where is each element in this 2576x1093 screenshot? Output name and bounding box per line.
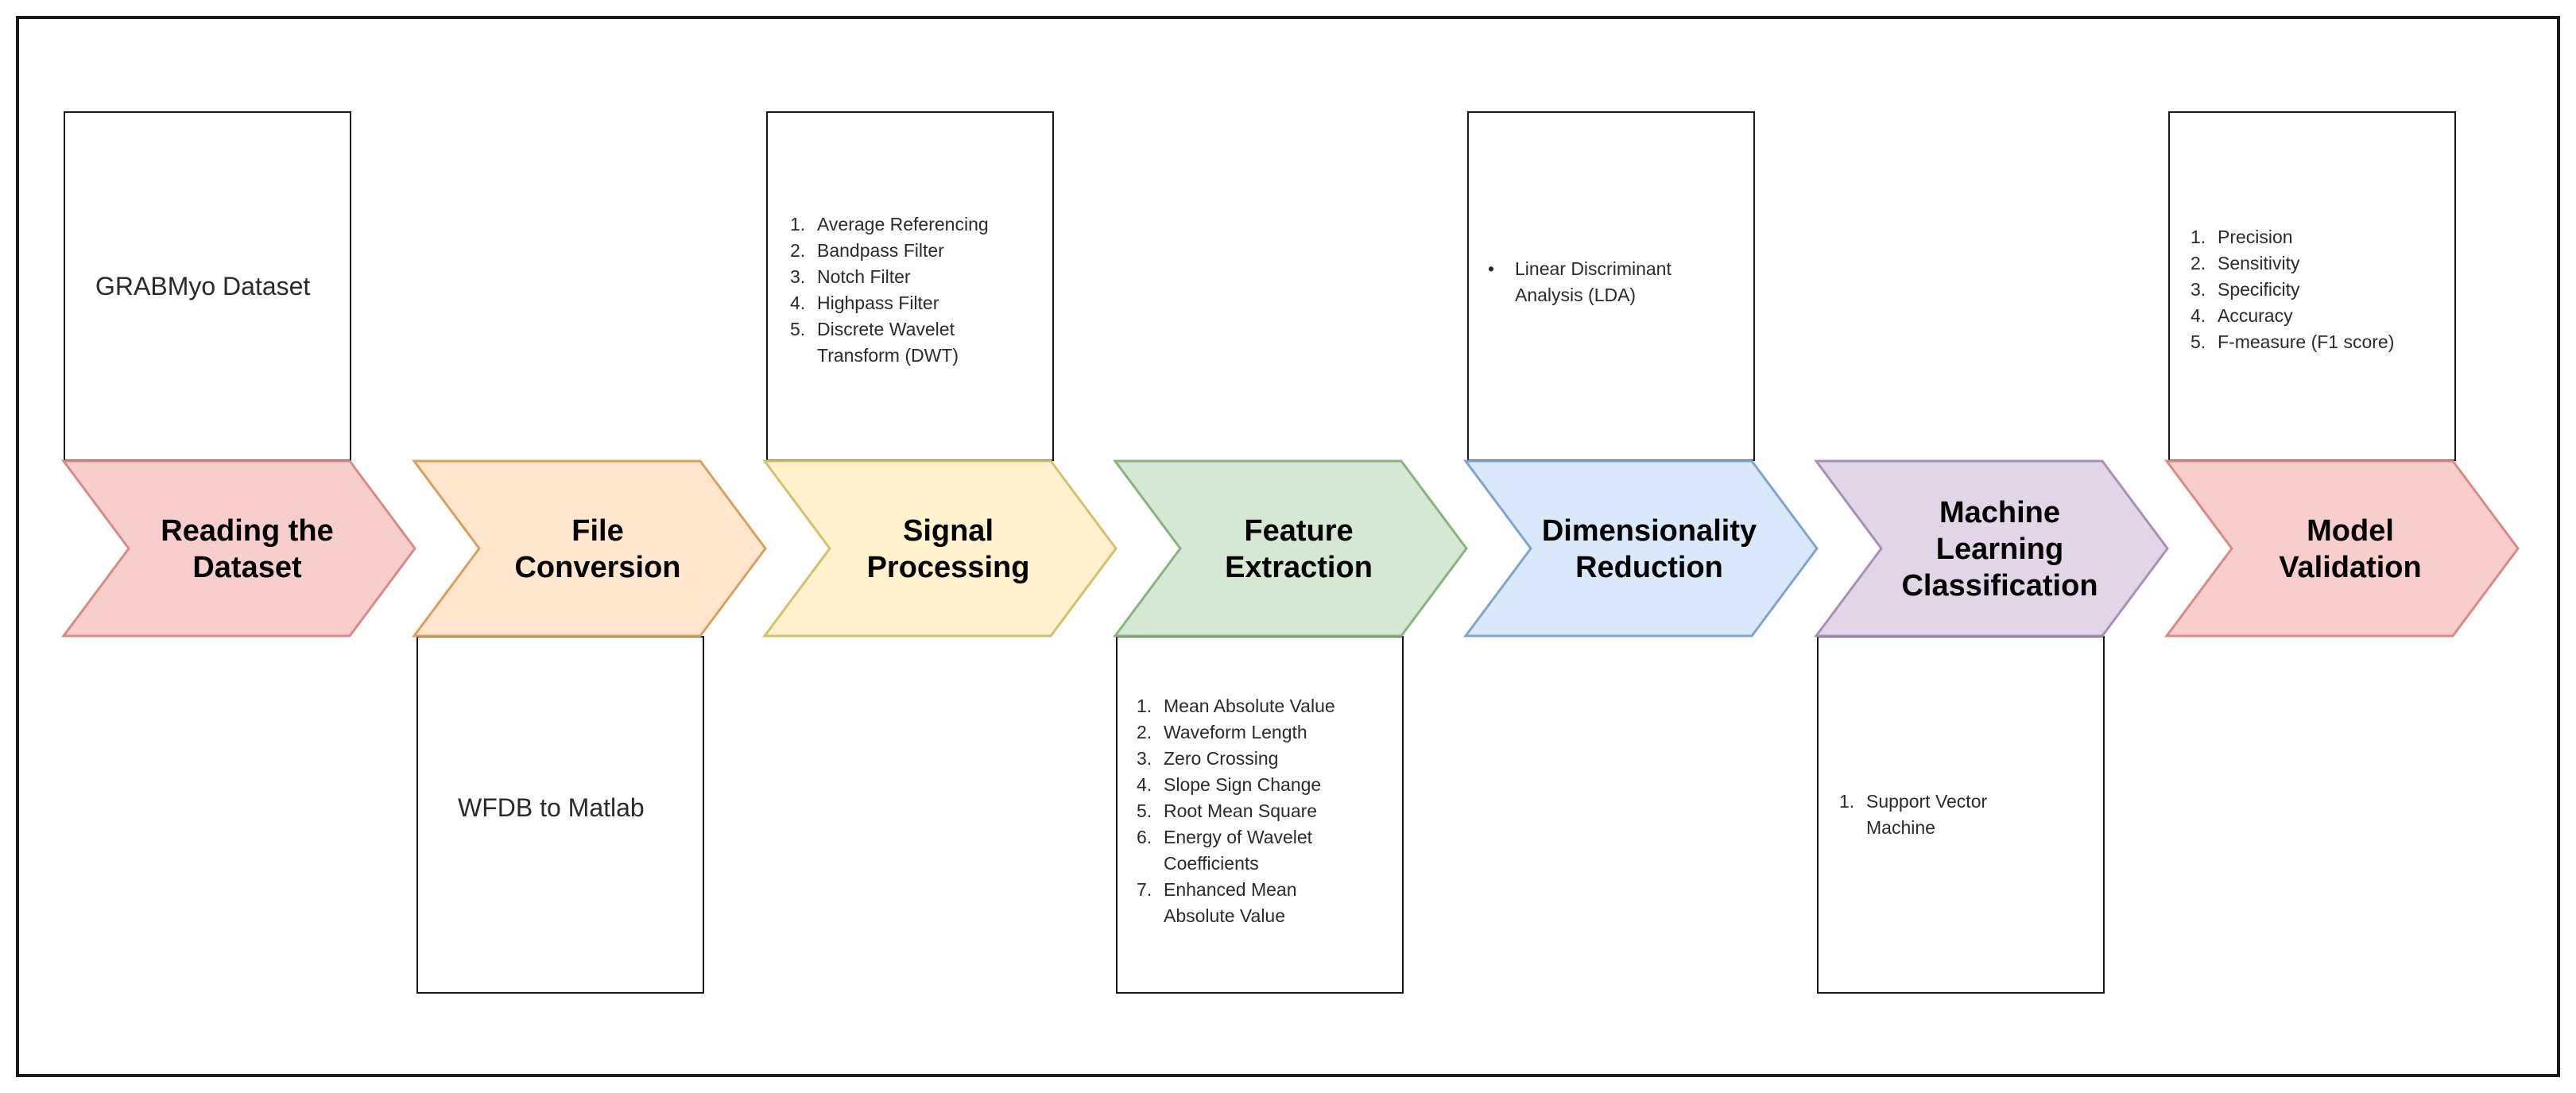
box-machine-learning-classification: 1.Support Vector Machine [1817, 636, 2105, 994]
diagram-frame [16, 16, 2560, 1077]
stage-label-line: Classification [1901, 569, 2098, 603]
signal-processing-list: 1.Average Referencing 2.Bandpass Filter … [790, 211, 1044, 369]
list-item: 4.Highpass Filter [790, 293, 939, 313]
list-item: 3.Zero Crossing [1137, 748, 1279, 769]
list-item: 1.Support Vector Machine [1839, 791, 1988, 838]
list-item: 4.Slope Sign Change [1137, 774, 1322, 795]
stage-label-line: Conversion [514, 551, 680, 584]
stage-label-line: Feature [1244, 514, 1353, 548]
list-item: 5.F-measure (F1 score) [2191, 331, 2395, 352]
classification-list: 1.Support Vector Machine [1839, 789, 2094, 841]
stage-label-line: Signal [903, 514, 994, 548]
list-item: 5.Discrete Wavelet Transform (DWT) [790, 319, 959, 366]
list-item: •Linear Discriminant Analysis (LDA) [1488, 258, 1671, 305]
stage-label-line: Processing [867, 551, 1030, 584]
box-dimensionality-reduction: •Linear Discriminant Analysis (LDA) [1467, 111, 1755, 461]
list-item: 1.Average Referencing [790, 214, 989, 234]
box-text-dataset: GRABMyo Dataset [95, 272, 311, 300]
stage-chevron-shape [412, 459, 767, 638]
stage-chevron-shape [2164, 459, 2520, 638]
box-text-conversion: WFDB to Matlab [458, 793, 645, 822]
box-feature-extraction: 1.Mean Absolute Value 2.Waveform Length … [1116, 636, 1404, 994]
stage-label-line: Dataset [192, 551, 302, 584]
validation-metrics-list: 1.Precision 2.Sensitivity 3.Specificity … [2191, 224, 2453, 355]
list-item: 1.Mean Absolute Value [1137, 696, 1335, 716]
box-model-validation: 1.Precision 2.Sensitivity 3.Specificity … [2168, 111, 2456, 461]
stage-label-line: Reading the [161, 514, 333, 548]
list-item: 6.Energy of Wavelet Coefficients [1137, 827, 1313, 874]
stage-chevron-shape [1463, 459, 1819, 638]
box-signal-processing: 1.Average Referencing 2.Bandpass Filter … [766, 111, 1054, 461]
list-item: 4.Accuracy [2191, 305, 2293, 326]
stage-label-line: Learning [1936, 533, 2063, 566]
list-item: 3.Specificity [2191, 279, 2300, 300]
box-file-conversion: WFDB to Matlab [416, 636, 704, 994]
list-item: 2.Bandpass Filter [790, 240, 944, 261]
stage-label-line: File [571, 514, 623, 548]
stage-label-line: Reduction [1575, 551, 1723, 584]
stage-chevron-shape [1113, 459, 1468, 638]
list-item: 2.Sensitivity [2191, 253, 2300, 273]
stage-chevron-shape [61, 459, 416, 638]
stage-label-line: Model [2307, 514, 2394, 548]
stage-label-line: Dimensionality [1542, 514, 1757, 548]
stage-label-line: Validation [2279, 551, 2421, 584]
list-item: 5.Root Mean Square [1137, 800, 1318, 821]
feature-extraction-list: 1.Mean Absolute Value 2.Waveform Length … [1137, 693, 1399, 929]
list-item: 7.Enhanced Mean Absolute Value [1137, 879, 1297, 926]
stage-chevron-shape [762, 459, 1118, 638]
list-item: 2.Waveform Length [1137, 722, 1307, 742]
list-item: 1.Precision [2191, 227, 2293, 247]
list-item: 3.Notch Filter [790, 266, 911, 287]
stage-label-line: Machine [1939, 496, 2060, 529]
stage-label-line: Extraction [1225, 551, 1373, 584]
dimensionality-reduction-list: •Linear Discriminant Analysis (LDA) [1488, 256, 1742, 308]
stage-chevron-shape [1814, 459, 2169, 638]
